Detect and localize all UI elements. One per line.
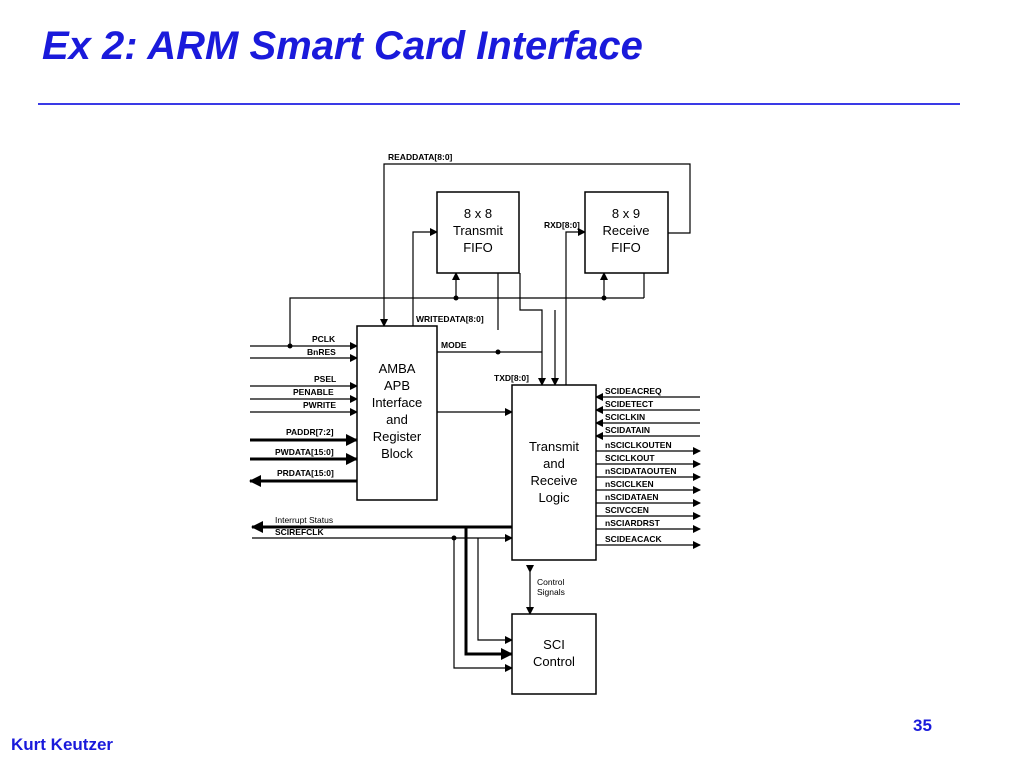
fifo-bus-x-wire	[519, 273, 546, 386]
penable-label: PENABLE	[293, 387, 334, 397]
page-number: 35	[913, 716, 932, 735]
amba-line-5: Register	[373, 429, 422, 444]
psel-label: PSEL	[314, 374, 336, 384]
sci-output-wires	[596, 447, 701, 549]
writedata-label: WRITEDATA[8:0]	[416, 314, 484, 324]
third-control-wire	[477, 538, 513, 644]
nsciclken-label: nSCICLKEN	[605, 479, 654, 489]
transmit-receive-logic-block: Transmit and Receive Logic	[511, 384, 597, 561]
sciclkout-label: SCICLKOUT	[605, 453, 655, 463]
nsciardrst-label: nSCIARDRST	[605, 518, 661, 528]
amba-line-3: Interface	[372, 395, 423, 410]
scideacreq-label: SCIDEACREQ	[605, 386, 662, 396]
nsciclkouten-label: nSCICLKOUTEN	[605, 440, 672, 450]
author-name: Kurt Keutzer	[11, 735, 114, 754]
mode-label: MODE	[441, 340, 467, 350]
sci-control-line-1: SCI	[543, 637, 565, 652]
scidatain-label: SCIDATAIN	[605, 425, 650, 435]
txrx-line-4: Logic	[538, 490, 570, 505]
txd-label: TXD[8:0]	[494, 373, 529, 383]
txrx-line-3: Receive	[531, 473, 578, 488]
receive-fifo-line-3: FIFO	[611, 240, 641, 255]
prdata-label: PRDATA[15:0]	[277, 468, 334, 478]
apb-input-wires	[249, 342, 358, 487]
pwdata-label: PWDATA[15:0]	[275, 447, 334, 457]
receive-fifo-line-2: Receive	[603, 223, 650, 238]
txrx-line-2: and	[543, 456, 565, 471]
interrupt-status-label: Interrupt Status	[275, 515, 333, 525]
nscidataen-label: nSCIDATAEN	[605, 492, 659, 502]
bus-to-control-wire	[464, 527, 513, 660]
amba-line-2: APB	[384, 378, 410, 393]
pclk-label: PCLK	[312, 334, 336, 344]
slide-title: Ex 2: ARM Smart Card Interface	[42, 24, 643, 68]
sci-input-wires	[595, 393, 700, 440]
sci-control-block: SCI Control	[511, 613, 597, 695]
scidetect-label: SCIDETECT	[605, 399, 654, 409]
amba-apb-block: AMBA APB Interface and Register Block	[356, 325, 438, 501]
readdata-wire	[380, 163, 691, 327]
paddr-label: PADDR[7:2]	[286, 427, 334, 437]
amba-line-4: and	[386, 412, 408, 427]
txrx-line-1: Transmit	[529, 439, 579, 454]
readdata-label: READDATA[8:0]	[388, 152, 453, 162]
writedata-wire	[412, 228, 438, 326]
bnres-label: BnRES	[307, 347, 336, 357]
scirefclk-to-control-wire	[453, 538, 513, 672]
nscidataouten-label: nSCIDATAOUTEN	[605, 466, 676, 476]
amba-line-1: AMBA	[379, 361, 416, 376]
scideacack-label: SCIDEACACK	[605, 534, 663, 544]
junction-dot	[453, 295, 459, 301]
receive-fifo-line-1: 8 x 9	[612, 206, 640, 221]
pwrite-label: PWRITE	[303, 400, 336, 410]
junction-dot	[601, 295, 607, 301]
junction-dot	[495, 349, 501, 355]
transmit-fifo-block: 8 x 8 Transmit FIFO	[436, 191, 520, 274]
transmit-fifo-line-1: 8 x 8	[464, 206, 492, 221]
logic-to-fifo-wire	[565, 228, 586, 385]
receive-fifo-block: 8 x 9 Receive FIFO	[584, 191, 669, 274]
control-bus-wire	[289, 297, 644, 346]
amba-line-6: Block	[381, 446, 413, 461]
scivccen-label: SCIVCCEN	[605, 505, 649, 515]
junction-dot	[287, 343, 293, 349]
rxd-label: RXD[8:0]	[544, 220, 580, 230]
transmit-fifo-line-3: FIFO	[463, 240, 493, 255]
title-underline	[38, 103, 960, 105]
scirefclk-label: SCIREFCLK	[275, 527, 325, 537]
control-signals-label-2: Signals	[537, 587, 565, 597]
control-signals-label-1: Control	[537, 577, 565, 587]
transmit-fifo-line-2: Transmit	[453, 223, 503, 238]
sciclkin-label: SCICLKIN	[605, 412, 645, 422]
sci-control-line-2: Control	[533, 654, 575, 669]
